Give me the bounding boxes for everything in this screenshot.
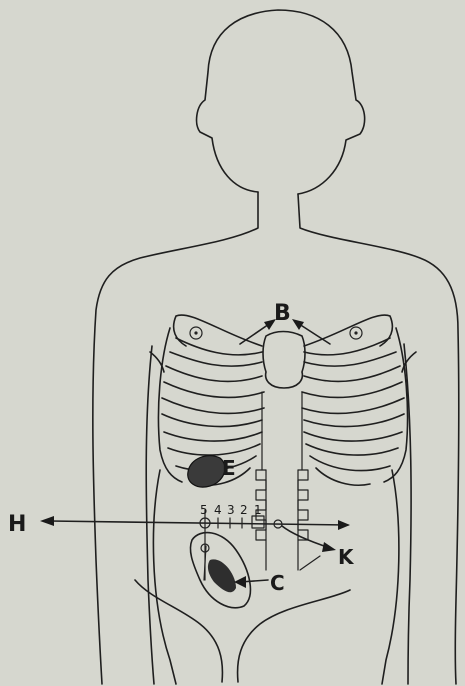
scale-number: 4 (214, 503, 222, 517)
head-outline (197, 10, 365, 194)
label-c: C (270, 571, 285, 595)
rib-cage-right (302, 315, 416, 485)
nipple-left (190, 327, 202, 339)
scale-number: 5 (200, 503, 208, 517)
label-k: K (338, 545, 355, 569)
spine (256, 392, 308, 570)
scale-number: 3 (227, 503, 235, 517)
scale-number: 2 (240, 503, 248, 517)
label-e: E (222, 456, 236, 480)
scale-number: 1 (254, 503, 262, 517)
organ-c (190, 533, 250, 608)
arrow-k (282, 526, 336, 570)
organ-e (188, 456, 225, 487)
sternum (263, 332, 305, 389)
nipple-right (350, 327, 362, 339)
label-b: B (274, 301, 291, 326)
label-h: H (8, 512, 26, 537)
axis-h (40, 516, 350, 530)
